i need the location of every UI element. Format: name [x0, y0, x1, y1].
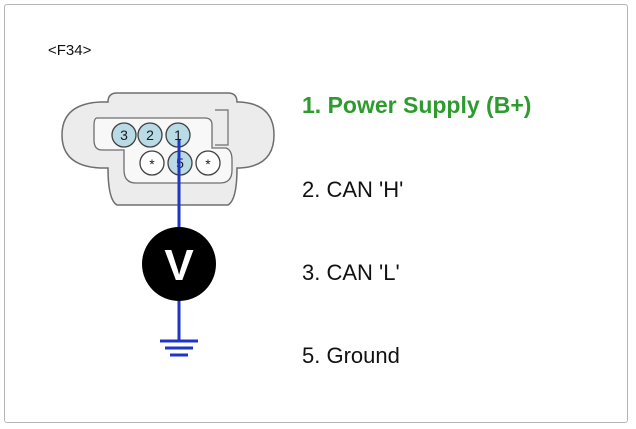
legend-item-power-supply: 1. Power Supply (B+): [302, 92, 532, 118]
connector-label: <F34>: [48, 42, 92, 59]
pin-2-label: 2: [146, 127, 154, 143]
pin-blank-left: *: [139, 150, 165, 176]
legend-item-ground: 5. Ground: [302, 343, 400, 368]
pin-blank-left-label: *: [149, 156, 155, 172]
legend-item-can-l: 3. CAN 'L': [302, 260, 400, 285]
diagram-frame: [4, 4, 628, 423]
pin-blank-right-label: *: [205, 156, 211, 172]
ground-icon: [160, 339, 198, 357]
pin-3-label: 3: [120, 127, 128, 143]
pin-2: 2: [137, 122, 163, 148]
pin-3: 3: [111, 122, 137, 148]
voltmeter-icon: V: [142, 227, 216, 301]
pin-1-label: 1: [174, 127, 182, 143]
voltmeter-symbol: V: [164, 241, 194, 290]
connector-housing: [61, 92, 275, 206]
legend-item-can-h: 2. CAN 'H': [302, 177, 404, 202]
pin-blank-right: *: [195, 150, 221, 176]
